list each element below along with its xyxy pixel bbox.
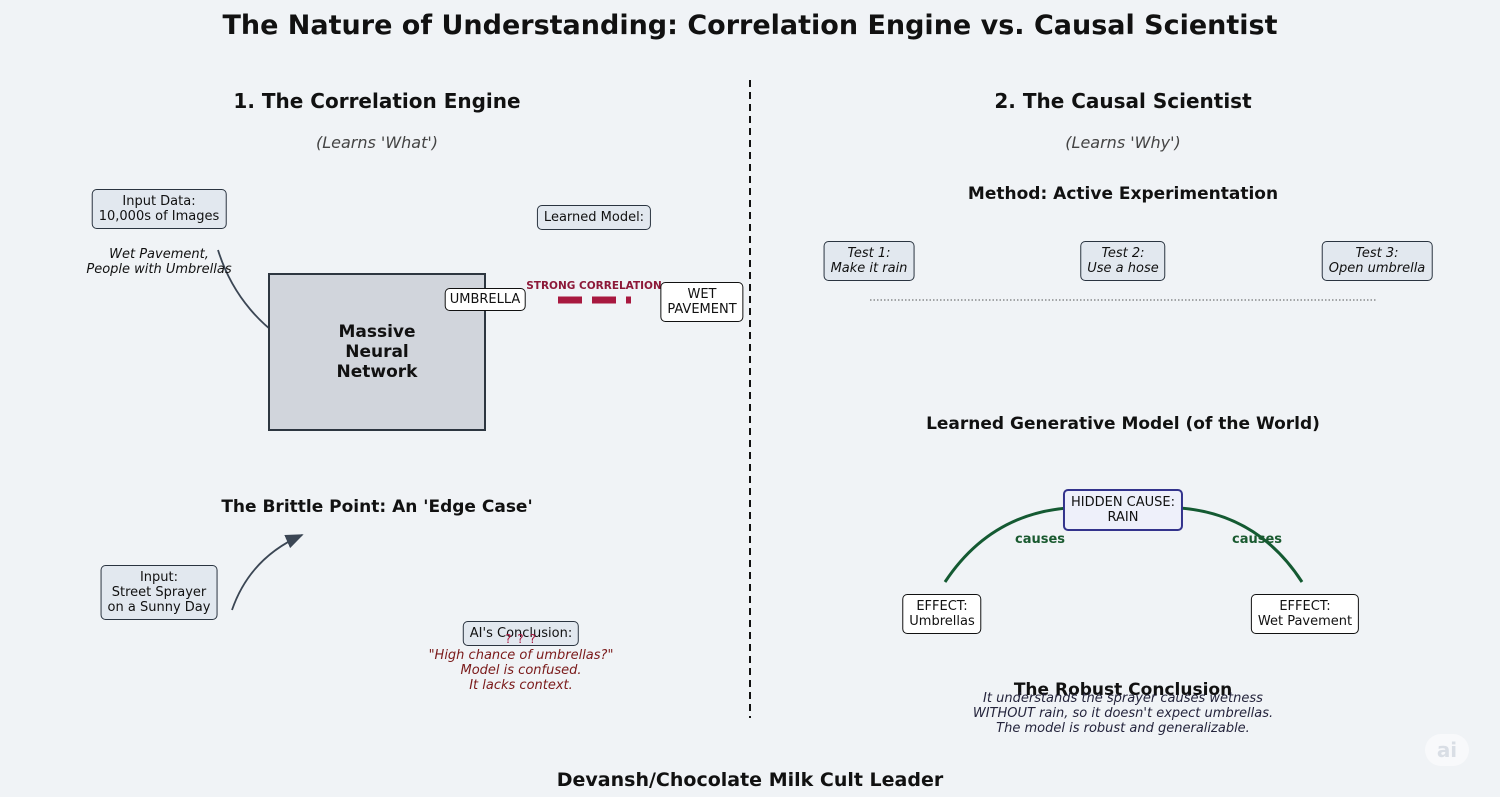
hidden-cause-line: HIDDEN CAUSE: — [1070, 495, 1176, 510]
credit-footer: Devansh/Chocolate Milk Cult Leader — [556, 769, 944, 791]
method-title: Method: Active Experimentation — [967, 184, 1279, 204]
input-data-value: 10,000s of Images — [98, 209, 220, 224]
ai-conclusion-line: It lacks context. — [469, 678, 573, 693]
effect-line: Wet Pavement — [1257, 614, 1353, 629]
conclusion-line: It understands the sprayer causes wetnes… — [983, 691, 1263, 706]
test-line: Open umbrella — [1328, 261, 1426, 276]
correlation-engine-title: 1. The Correlation Engine — [233, 89, 521, 113]
neural-network-label: Massive Neural Network — [336, 322, 418, 382]
input-data-label: Input Data: — [122, 194, 196, 209]
conclusion-line: The model is robust and generalizable. — [996, 721, 1250, 736]
edge-input-line: on a Sunny Day — [107, 600, 211, 615]
hidden-cause-line: RAIN — [1107, 510, 1139, 525]
effect-line: EFFECT: — [916, 599, 968, 614]
input-data-box: Input Data: 10,000s of Images — [91, 189, 227, 229]
input-note-line: Wet Pavement, — [109, 247, 209, 262]
causal-arc-right — [1179, 506, 1304, 583]
wet-pavement-line: WET — [687, 287, 717, 302]
ai-conclusion-line: "High chance of umbrellas?" — [428, 648, 614, 663]
effect-line: EFFECT: — [1279, 599, 1331, 614]
test-line: Make it rain — [830, 261, 908, 276]
main-title: The Nature of Understanding: Correlation… — [222, 10, 1278, 41]
effect-pavement-box: EFFECT: Wet Pavement — [1250, 594, 1360, 634]
test-line: Test 2: — [1101, 246, 1145, 261]
causal-scientist-subtitle: (Learns 'Why') — [1065, 133, 1181, 152]
ai-watermark-logo: ai — [1425, 734, 1469, 766]
question-marks: ? ? ? — [505, 632, 537, 646]
generative-model-title: Learned Generative Model (of the World) — [926, 414, 1320, 434]
effect-umbrellas-box: EFFECT: Umbrellas — [902, 594, 982, 634]
effect-line: Umbrellas — [909, 614, 975, 629]
umbrella-label: UMBRELLA — [444, 288, 526, 311]
ai-conclusion-label: AI's Conclusion: — [462, 621, 580, 646]
test-line: Test 1: — [847, 246, 891, 261]
test-line: Test 3: — [1355, 246, 1399, 261]
strong-correlation-label: STRONG CORRELATION — [526, 280, 662, 292]
test-line: Use a hose — [1087, 261, 1159, 276]
causes-label-left: causes — [1014, 532, 1066, 547]
ai-conclusion-text: "High chance of umbrellas?" Model is con… — [429, 648, 614, 693]
robust-conclusion-title: The Robust Conclusion — [1013, 680, 1233, 700]
learned-model-label: Learned Model: — [536, 205, 652, 230]
causal-arc-left — [943, 506, 1069, 583]
causes-label-right: causes — [1231, 532, 1283, 547]
wet-pavement-line: PAVEMENT — [667, 302, 737, 317]
correlation-engine-subtitle: (Learns 'What') — [315, 133, 439, 152]
edge-input-line: Street Sprayer — [111, 585, 207, 600]
edge-input-box: Input: Street Sprayer on a Sunny Day — [100, 565, 218, 620]
edge-input-line: Input: — [139, 570, 179, 585]
input-data-note: Wet Pavement, People with Umbrellas — [86, 247, 231, 277]
wet-pavement-box: WET PAVEMENT — [660, 282, 744, 322]
test-2-box: Test 2: Use a hose — [1080, 241, 1166, 281]
input-note-line: People with Umbrellas — [86, 262, 232, 277]
test-1-box: Test 1: Make it rain — [823, 241, 915, 281]
test-3-box: Test 3: Open umbrella — [1321, 241, 1433, 281]
ai-conclusion-line: Model is confused. — [460, 663, 582, 678]
neural-network-box: Massive Neural Network — [268, 273, 486, 431]
edge-case-arrow — [231, 534, 304, 611]
robust-conclusion-text: It understands the sprayer causes wetnes… — [973, 691, 1273, 736]
conclusion-line: WITHOUT rain, so it doesn't expect umbre… — [972, 706, 1274, 721]
causal-scientist-title: 2. The Causal Scientist — [994, 89, 1252, 113]
hidden-cause-box: HIDDEN CAUSE: RAIN — [1062, 489, 1184, 531]
edge-case-title: The Brittle Point: An 'Edge Case' — [221, 497, 533, 517]
